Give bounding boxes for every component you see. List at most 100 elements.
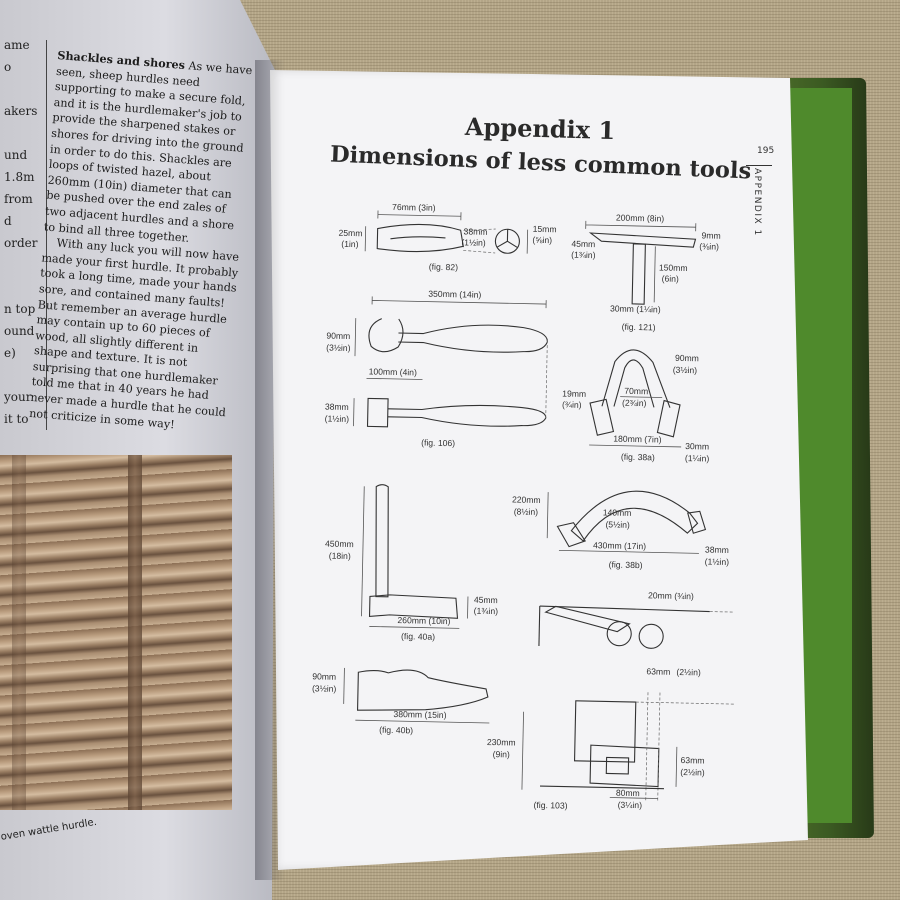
dim-label: (5½in)	[605, 519, 630, 530]
dim-label: (1in)	[341, 239, 359, 249]
dim-label: 70mm	[624, 386, 648, 396]
hook-tool-loop	[601, 349, 671, 408]
margin-line: from	[4, 192, 33, 206]
dim-label: 260mm (10in)	[397, 615, 450, 626]
hook-tool-inner	[613, 359, 655, 408]
running-head-rule	[746, 165, 772, 166]
arc-right-handle	[687, 510, 707, 534]
figure-40b: 90mm (3½in) 380mm (15in) (fig. 40b)	[312, 667, 490, 735]
axe-handle	[375, 484, 389, 598]
bench-edge	[538, 606, 541, 647]
dim-extension	[463, 228, 496, 254]
figure-caption: (fig. 106)	[421, 438, 455, 449]
dim-label: (¾in)	[562, 399, 582, 409]
clamp-bolt-lines	[645, 692, 661, 803]
knife-handle	[387, 404, 547, 427]
dim-label: 430mm (17in)	[593, 540, 646, 551]
dim-line	[589, 444, 682, 448]
dim-label: 100mm (4in)	[369, 366, 418, 377]
lever-arm	[544, 605, 631, 633]
dim-label: 63mm	[680, 755, 704, 765]
dim-line	[609, 797, 658, 799]
dim-line	[377, 210, 462, 221]
t-tool-blade	[588, 232, 697, 248]
scorp-handle	[398, 324, 548, 353]
dim-label: 45mm	[474, 595, 498, 605]
dim-label: 20mm (¾in)	[648, 590, 694, 601]
dim-label: 38mm	[325, 401, 349, 411]
dim-line	[366, 377, 423, 380]
dim-label: (2¾in)	[622, 398, 647, 409]
figure-caption: (fig. 103)	[534, 800, 568, 811]
dim-line	[675, 746, 678, 787]
dim-label: 38mm	[464, 226, 488, 236]
wedge-end-detail	[497, 229, 518, 248]
dim-label: (2½in)	[680, 767, 705, 778]
pivot-wheel	[606, 621, 632, 647]
dim-line	[371, 296, 547, 309]
dim-label: 180mm (7in)	[613, 434, 662, 445]
bench-top-line	[539, 605, 710, 613]
dim-line	[355, 719, 490, 724]
figure-caption: (fig. 38a)	[621, 452, 655, 463]
t-tool-handle	[631, 243, 646, 305]
dim-line	[653, 246, 656, 303]
dim-label: 30mm (1¼in)	[610, 303, 661, 314]
clamp-jaw	[605, 756, 630, 775]
blade-drawing	[356, 669, 489, 711]
dim-line	[526, 229, 529, 254]
dim-label: (6in)	[662, 274, 680, 284]
figure-caption: (fig. 121)	[622, 322, 656, 333]
dim-label: (1¾in)	[571, 250, 596, 261]
margin-line: it to	[4, 412, 29, 426]
dim-label: 90mm	[312, 671, 336, 681]
right-page	[270, 70, 808, 870]
dim-line	[558, 550, 699, 554]
dim-label: (3½in)	[312, 683, 337, 694]
dim-label: 80mm	[616, 788, 640, 798]
dim-line	[620, 396, 663, 398]
pivot-wheel-2	[638, 623, 664, 649]
scorp-blade	[368, 318, 404, 353]
dim-label: (9in)	[493, 749, 511, 759]
dim-label: 38mm	[705, 544, 729, 554]
margin-line: d	[4, 214, 12, 228]
dim-label: (1¾in)	[474, 606, 499, 617]
dim-label: 90mm	[675, 353, 699, 363]
dim-line	[354, 318, 357, 357]
figure-82: 76mm (3in) 25mm (1in) 38mm (1½in) 15mm (…	[338, 202, 556, 272]
dim-label: (⅜in)	[699, 241, 719, 251]
dim-line	[521, 711, 524, 790]
figure-106: 350mm (14in) 90mm (3½in) 100mm (4in) 38m…	[325, 289, 548, 449]
figure-38a: 90mm (3½in) 70mm (2¾in) 19mm (¾in) 180mm…	[562, 349, 710, 464]
axe-head	[368, 594, 459, 619]
dim-label: (8½in)	[514, 506, 539, 517]
dim-label: 45mm	[571, 239, 595, 249]
margin-line: und	[4, 148, 28, 162]
wattle-hurdle-photo	[0, 455, 232, 810]
dim-label: 19mm	[562, 388, 586, 398]
arc-left-handle	[556, 522, 586, 548]
figure-103: 20mm (¾in) 63mm (2½in) 230mm (9in) 63mm …	[487, 590, 736, 811]
figure-caption: (fig. 38b)	[609, 559, 643, 570]
dim-label: 200mm (8in)	[616, 213, 665, 224]
margin-line: o	[4, 60, 12, 74]
column-rule	[46, 40, 47, 430]
dim-line	[343, 667, 345, 704]
dim-label: 25mm	[338, 228, 362, 238]
dim-label: 230mm	[487, 737, 516, 748]
figure-40a: 450mm (18in) 45mm (1¾in) 260mm (10in) (f…	[325, 484, 499, 642]
dim-label: 350mm (14in)	[428, 289, 481, 300]
base-line	[539, 785, 664, 790]
dim-label: 150mm	[659, 262, 688, 273]
margin-line: akers	[4, 104, 38, 118]
dim-line	[364, 226, 367, 252]
dim-label: (1¼in)	[685, 453, 710, 464]
clamp-frame	[589, 744, 660, 788]
dim-label: 220mm	[512, 494, 541, 505]
hook-tool-right-handle	[656, 399, 681, 438]
dim-line	[361, 486, 365, 617]
